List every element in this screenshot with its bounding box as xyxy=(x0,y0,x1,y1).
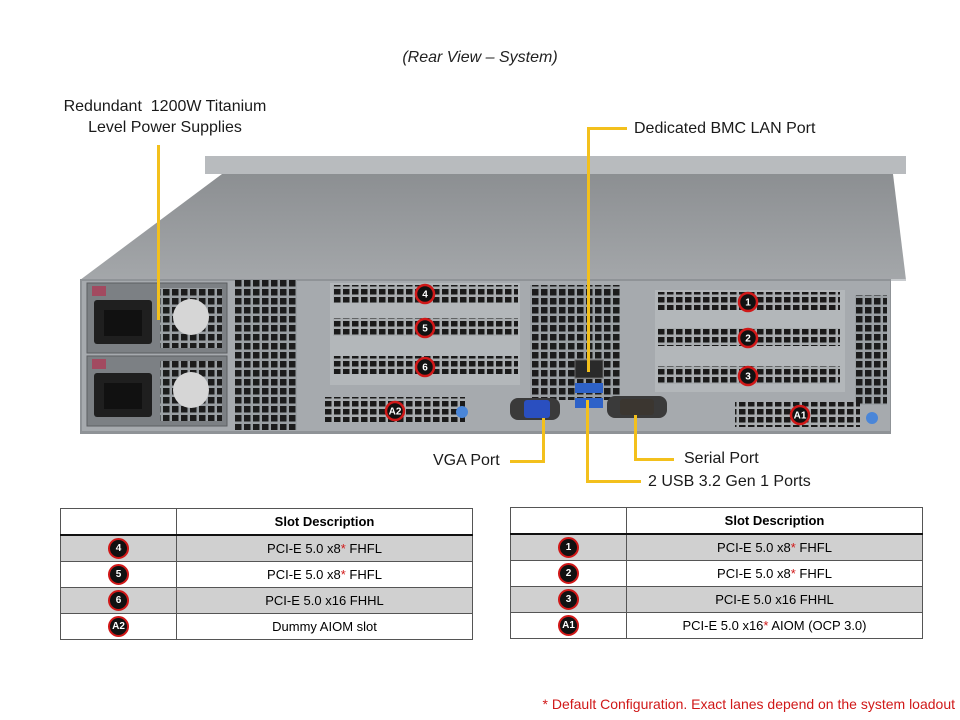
slot-badge: A2 xyxy=(108,616,129,637)
usb-ports-graphic xyxy=(575,383,603,408)
svg-text:A1: A1 xyxy=(794,411,807,422)
slot-table-right: Slot Description 1 PCI-E 5.0 x8* FHFL 2 … xyxy=(510,507,923,639)
table-row: 1 PCI-E 5.0 x8* FHFL xyxy=(510,533,923,561)
slot-badge: 6 xyxy=(108,590,129,611)
table-row: 2 PCI-E 5.0 x8* FHFL xyxy=(510,560,923,587)
table-header-row: Slot Description xyxy=(60,508,473,536)
slot-badge: A1 xyxy=(558,615,579,636)
slot-description: PCI-E 5.0 x8* FHFL xyxy=(626,560,923,587)
svg-text:1: 1 xyxy=(745,298,751,309)
vga-port-graphic xyxy=(510,398,560,420)
serial-port-graphic xyxy=(607,396,667,418)
header-slot-cell xyxy=(510,507,627,535)
bmc-callout-line-h xyxy=(587,127,627,130)
rear-vent-left xyxy=(235,280,297,430)
svg-text:3: 3 xyxy=(745,372,751,383)
slot-badge: 5 xyxy=(108,564,129,585)
vga-callout-label: VGA Port xyxy=(433,452,500,469)
table-row: 3 PCI-E 5.0 x16 FHHL xyxy=(510,586,923,613)
vga-callout-line-v xyxy=(542,418,545,463)
rear-vent-right xyxy=(855,295,887,405)
rear-vent-center xyxy=(530,285,620,400)
svg-text:5: 5 xyxy=(422,324,428,335)
table-row: A2 Dummy AIOM slot xyxy=(60,613,473,640)
slot-description: PCI-E 5.0 x8* FHFL xyxy=(626,533,923,561)
psu-callout-line2: Level Power Supplies xyxy=(88,119,242,136)
header-description-cell: Slot Description xyxy=(626,507,923,535)
server-slot-badge-6: 6 xyxy=(414,356,436,378)
power-supply-2 xyxy=(86,355,228,427)
table-row: 6 PCI-E 5.0 x16 FHHL xyxy=(60,587,473,614)
header-slot-cell xyxy=(60,508,177,536)
server-slot-badge-2: 2 xyxy=(737,327,759,349)
table-header-row: Slot Description xyxy=(510,507,923,535)
psu-callout-line1: Redundant 1200W Titanium xyxy=(63,98,267,115)
slot-table-left: Slot Description 4 PCI-E 5.0 x8* FHFL 5 … xyxy=(60,508,473,640)
serial-callout-label: Serial Port xyxy=(684,450,759,467)
slot-badge: 4 xyxy=(108,538,129,559)
svg-text:2: 2 xyxy=(745,334,751,345)
serial-callout-line-h xyxy=(634,458,674,461)
server-slot-badge-1: 1 xyxy=(737,291,759,313)
psu-callout-label: Redundant 1200W Titanium Level Power Sup… xyxy=(40,96,290,138)
svg-text:A2: A2 xyxy=(389,407,402,418)
svg-text:4: 4 xyxy=(422,290,428,301)
server-rear-illustration: 4 5 6A2 1 2 3A1 xyxy=(80,156,906,434)
slot-description: PCI-E 5.0 x16* AIOM (OCP 3.0) xyxy=(626,612,923,639)
slot-description: PCI-E 5.0 x16 FHHL xyxy=(626,586,923,613)
vga-callout-line-h xyxy=(510,460,545,463)
server-slot-badge-a2: A2 xyxy=(384,400,406,422)
usb-callout-line-h xyxy=(586,480,641,483)
footnote: * Default Configuration. Exact lanes dep… xyxy=(542,696,955,712)
server-slot-badge-4: 4 xyxy=(414,283,436,305)
server-slot-badge-3: 3 xyxy=(737,365,759,387)
svg-text:6: 6 xyxy=(422,363,428,374)
slot-description: Dummy AIOM slot xyxy=(176,613,473,640)
table-row: 5 PCI-E 5.0 x8* FHFL xyxy=(60,561,473,588)
header-description-cell: Slot Description xyxy=(176,508,473,536)
server-slot-badge-5: 5 xyxy=(414,317,436,339)
server-slot-badge-a1: A1 xyxy=(789,404,811,426)
slot-badge: 3 xyxy=(558,589,579,610)
table-row: 4 PCI-E 5.0 x8* FHFL xyxy=(60,534,473,562)
usb-callout-line-v xyxy=(586,400,589,482)
usb-callout-label: 2 USB 3.2 Gen 1 Ports xyxy=(648,473,811,490)
slot-badge: 1 xyxy=(558,537,579,558)
chassis-top xyxy=(80,156,906,281)
slot-badge: 2 xyxy=(558,563,579,584)
bmc-callout-line-v xyxy=(587,127,590,372)
bmc-lan-callout-label: Dedicated BMC LAN Port xyxy=(634,120,816,137)
diagram-title: (Rear View – System) xyxy=(402,49,558,66)
slot-description: PCI-E 5.0 x16 FHHL xyxy=(176,587,473,614)
psu-callout-line xyxy=(157,145,160,320)
serial-callout-line-v xyxy=(634,415,637,460)
slot-description: PCI-E 5.0 x8* FHFL xyxy=(176,561,473,588)
slot-description: PCI-E 5.0 x8* FHFL xyxy=(176,534,473,562)
table-row: A1 PCI-E 5.0 x16* AIOM (OCP 3.0) xyxy=(510,612,923,639)
